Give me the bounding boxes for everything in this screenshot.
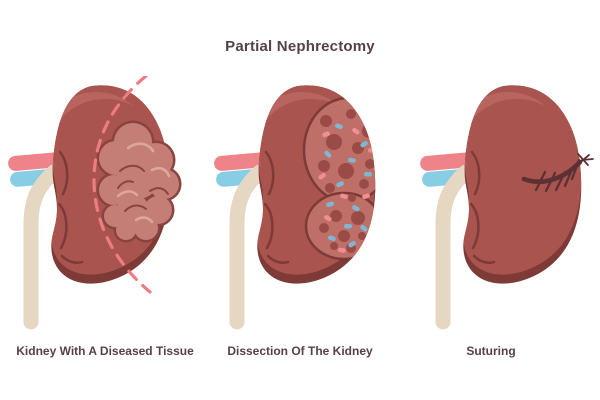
tumor-creases xyxy=(117,164,169,212)
caption-suturing: Suturing xyxy=(466,344,516,358)
caption-diseased-tissue: Kidney With A Diseased Tissue xyxy=(16,344,194,358)
dissection-dark-spots xyxy=(318,109,376,253)
dissection-area xyxy=(302,96,376,261)
figure-dissection-kidney xyxy=(200,76,400,334)
captions-row: Kidney With A Diseased Tissue Dissection… xyxy=(0,344,600,358)
suture-stitches xyxy=(534,158,581,193)
figure-sutured-kidney xyxy=(400,76,600,334)
tumor xyxy=(96,120,182,243)
suture-line xyxy=(521,153,594,193)
suture-knot xyxy=(576,153,594,166)
dissection-blue-specks xyxy=(324,123,372,248)
diseased-kidney-illustration xyxy=(0,76,182,334)
page-title: Partial Nephrectomy xyxy=(225,38,375,55)
tumor-highlights xyxy=(116,142,171,224)
dashed-resection-line xyxy=(92,76,152,294)
sutured-kidney-illustration xyxy=(400,76,594,334)
figures-row xyxy=(0,76,600,334)
caption-dissection: Dissection Of The Kidney xyxy=(227,344,373,358)
dissection-kidney-illustration xyxy=(200,76,400,334)
figure-diseased-kidney xyxy=(0,76,200,334)
